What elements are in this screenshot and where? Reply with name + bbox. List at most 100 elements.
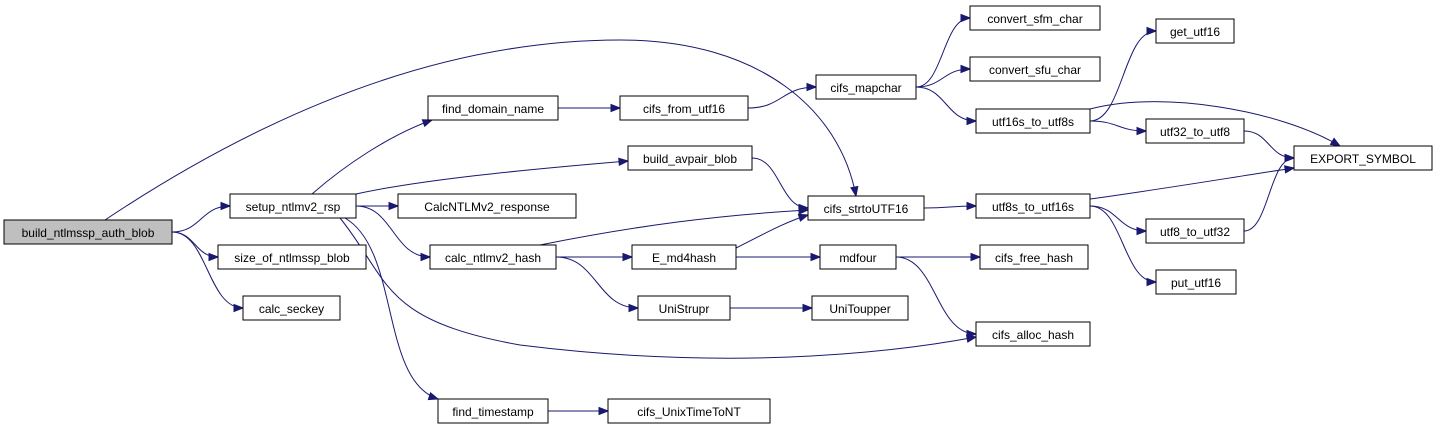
node-box[interactable]: [631, 244, 737, 270]
arrowhead-icon: [420, 252, 432, 262]
node-box[interactable]: [975, 193, 1091, 219]
edge-utf8s_to_utf16s-to-EXPORT_SYMBOL: [1089, 165, 1296, 200]
node-cifs_mapchar[interactable]: cifs_mapchar: [815, 74, 917, 100]
node-box[interactable]: [437, 398, 549, 424]
edge-cifs_mapchar-to-utf16s_to_utf8s: [915, 86, 978, 126]
node-box[interactable]: [969, 5, 1101, 31]
node-cifs_alloc_hash[interactable]: cifs_alloc_hash: [975, 321, 1091, 347]
node-box[interactable]: [1145, 218, 1245, 244]
edge-cifs_mapchar-to-convert_sfm_char: [915, 13, 972, 88]
node-build_ntlmssp_auth_blob[interactable]: build_ntlmssp_auth_blob: [3, 219, 173, 245]
node-cifs_free_hash[interactable]: cifs_free_hash: [979, 244, 1089, 270]
node-cifs_strtoUTF16[interactable]: cifs_strtoUTF16: [807, 195, 925, 221]
arrowhead-icon: [798, 206, 810, 215]
arrowhead-icon: [598, 406, 610, 416]
arrowhead-icon: [1283, 165, 1296, 174]
node-calc_seckey[interactable]: calc_seckey: [242, 295, 341, 321]
node-label: cifs_UnixTimeToNT: [637, 405, 741, 419]
node-size_of_ntlmssp_blob[interactable]: size_of_ntlmssp_blob: [217, 244, 367, 270]
node-UniStrupr[interactable]: UniStrupr: [637, 295, 731, 321]
node-label: size_of_ntlmssp_blob: [234, 251, 350, 265]
node-box[interactable]: [811, 295, 909, 321]
node-box[interactable]: [429, 244, 557, 270]
node-label: utf8_to_utf32: [1160, 225, 1230, 239]
node-E_md4hash[interactable]: E_md4hash: [631, 244, 737, 270]
node-box[interactable]: [1145, 118, 1245, 144]
node-utf8s_to_utf16s[interactable]: utf8s_to_utf16s: [975, 193, 1091, 219]
node-label: setup_ntlmv2_rsp: [246, 200, 341, 214]
arrowhead-icon: [421, 119, 434, 128]
node-box[interactable]: [807, 195, 925, 221]
node-box[interactable]: [627, 145, 753, 171]
node-find_timestamp[interactable]: find_timestamp: [437, 398, 549, 424]
node-label: convert_sfu_char: [989, 63, 1081, 77]
edge-utf8s_to_utf16s-to-utf8_to_utf32: [1089, 205, 1148, 236]
arrowhead-icon: [810, 252, 822, 262]
node-label: convert_sfm_char: [987, 12, 1082, 26]
node-box[interactable]: [397, 193, 577, 219]
node-box[interactable]: [819, 244, 897, 270]
node-CalcNTLMv2_response[interactable]: CalcNTLMv2_response: [397, 193, 577, 219]
node-cifs_UnixTimeToNT[interactable]: cifs_UnixTimeToNT: [607, 398, 771, 424]
edge-calc_ntlmv2_hash-to-E_md4hash: [555, 252, 634, 262]
node-cifs_from_utf16[interactable]: cifs_from_utf16: [619, 95, 749, 121]
node-label: UniToupper: [829, 302, 890, 316]
node-box[interactable]: [229, 193, 357, 219]
arrowhead-icon: [427, 392, 440, 401]
node-box[interactable]: [607, 398, 771, 424]
node-box[interactable]: [217, 244, 367, 270]
arrowhead-icon: [388, 201, 400, 211]
edge-cifs_mapchar-to-convert_sfu_char: [915, 64, 972, 88]
arrowhead-icon: [628, 303, 640, 313]
node-box[interactable]: [975, 108, 1091, 134]
node-box[interactable]: [1155, 18, 1235, 44]
node-label: put_utf16: [1171, 276, 1221, 290]
arrowhead-icon: [966, 116, 978, 126]
call-graph-nodes: build_ntlmssp_auth_blob setup_ntlmv2_rsps…: [3, 5, 1433, 424]
node-utf32_to_utf8[interactable]: utf32_to_utf8: [1145, 118, 1245, 144]
arrowhead-icon: [1146, 277, 1158, 287]
node-box[interactable]: [637, 295, 731, 321]
node-put_utf16[interactable]: put_utf16: [1155, 269, 1237, 295]
arrowhead-icon: [220, 201, 232, 211]
edge-cifs_strtoUTF16-to-utf8s_to_utf16s: [923, 201, 978, 211]
node-calc_ntlmv2_hash[interactable]: calc_ntlmv2_hash: [429, 244, 557, 270]
edge-build_ntlmssp_auth_blob-to-cifs_strtoUTF16: [104, 39, 859, 221]
arrowhead-icon: [966, 329, 978, 339]
node-EXPORT_SYMBOL[interactable]: EXPORT_SYMBOL: [1293, 145, 1433, 171]
node-find_domain_name[interactable]: find_domain_name: [427, 95, 559, 121]
node-setup_ntlmv2_rsp[interactable]: setup_ntlmv2_rsp: [229, 193, 357, 219]
node-UniToupper[interactable]: UniToupper: [811, 295, 909, 321]
node-box[interactable]: [969, 56, 1101, 82]
node-label: cifs_strtoUTF16: [824, 202, 909, 216]
node-box[interactable]: [3, 219, 173, 245]
node-box[interactable]: [242, 295, 341, 321]
node-box[interactable]: [1155, 269, 1237, 295]
arrowhead-icon: [960, 13, 972, 23]
edge-setup_ntlmv2_rsp-to-find_timestamp: [344, 217, 440, 401]
call-graph-edges: [104, 13, 1342, 416]
node-utf16s_to_utf8s[interactable]: utf16s_to_utf8s: [975, 108, 1091, 134]
node-build_avpair_blob[interactable]: build_avpair_blob: [627, 145, 753, 171]
node-box[interactable]: [1293, 145, 1433, 171]
edge-utf8s_to_utf16s-to-put_utf16: [1089, 205, 1158, 287]
node-box[interactable]: [619, 95, 749, 121]
edge-UniStrupr-to-UniToupper: [729, 303, 814, 313]
node-label: utf16s_to_utf8s: [992, 115, 1074, 129]
node-box[interactable]: [979, 244, 1089, 270]
node-box[interactable]: [815, 74, 917, 100]
edge-calc_ntlmv2_hash-to-UniStrupr: [555, 256, 640, 313]
node-get_utf16[interactable]: get_utf16: [1155, 18, 1235, 44]
node-mdfour[interactable]: mdfour: [819, 244, 897, 270]
node-utf8_to_utf32[interactable]: utf8_to_utf32: [1145, 218, 1245, 244]
node-label: mdfour: [839, 251, 876, 265]
node-box[interactable]: [975, 321, 1091, 347]
arrowhead-icon: [1136, 126, 1148, 136]
edge-find_domain_name-to-cifs_from_utf16: [557, 103, 622, 113]
node-label: cifs_from_utf16: [643, 102, 725, 116]
node-box[interactable]: [427, 95, 559, 121]
edge-setup_ntlmv2_rsp-to-CalcNTLMv2_response: [356, 201, 400, 211]
node-convert_sfm_char[interactable]: convert_sfm_char: [969, 5, 1101, 31]
node-convert_sfu_char[interactable]: convert_sfu_char: [969, 56, 1101, 82]
